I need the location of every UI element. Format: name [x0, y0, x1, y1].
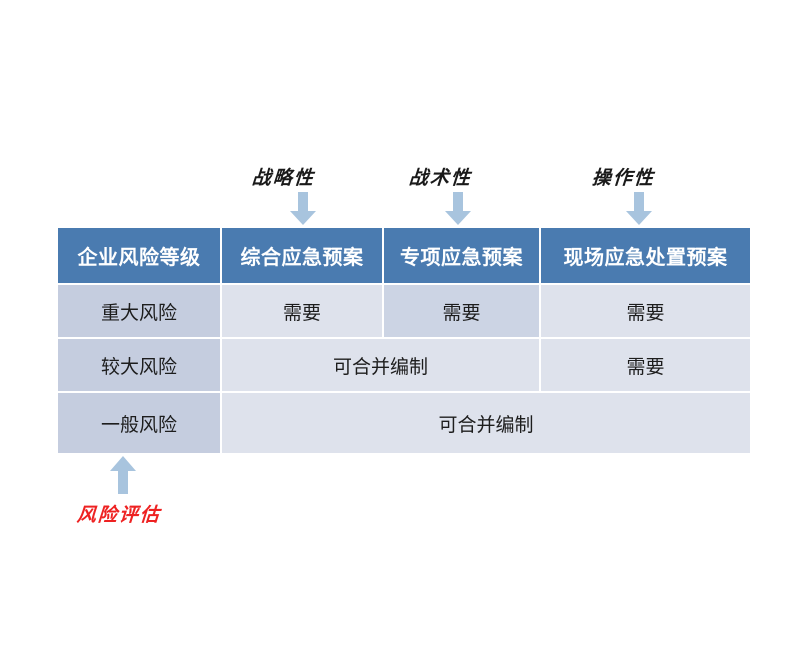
- cell-major-special: 需要: [383, 284, 541, 339]
- table-row: 一般风险 可合并编制: [58, 392, 750, 453]
- cell-major-onsite: 需要: [540, 284, 750, 339]
- row-header-major-risk: 重大风险: [58, 284, 222, 339]
- column-header-special-plan: 专项应急预案: [383, 228, 541, 285]
- row-header-general-risk: 一般风险: [58, 392, 222, 453]
- annotation-label-strategic: 战略性: [251, 167, 316, 189]
- cell-major-comprehensive: 需要: [221, 284, 384, 339]
- cell-relatively-major-onsite: 需要: [540, 338, 750, 393]
- column-header-risk-level: 企业风险等级: [58, 228, 222, 285]
- column-header-onsite-plan: 现场应急处置预案: [540, 228, 750, 285]
- arrow-down-icon-operational: [626, 192, 652, 225]
- arrow-down-icon-tactical: [445, 192, 471, 225]
- table-row: 较大风险 可合并编制 需要: [58, 338, 750, 393]
- risk-plan-matrix-table: 企业风险等级 综合应急预案 专项应急预案 现场应急处置预案 重大风险 需要 需要…: [58, 228, 750, 453]
- column-header-comprehensive-plan: 综合应急预案: [221, 228, 384, 285]
- annotation-label-tactical: 战术性: [408, 167, 473, 189]
- cell-general-merged: 可合并编制: [221, 392, 750, 453]
- table-header: 企业风险等级 综合应急预案 专项应急预案 现场应急处置预案: [58, 228, 750, 285]
- row-header-relatively-major-risk: 较大风险: [58, 338, 222, 393]
- arrow-down-icon-strategic: [290, 192, 316, 225]
- cell-relatively-major-merged: 可合并编制: [221, 338, 541, 393]
- table-body: 重大风险 需要 需要 需要 较大风险 可合并编制 需要 一般风险 可合并编制: [58, 284, 750, 453]
- annotation-label-operational: 操作性: [591, 167, 656, 189]
- table-row: 重大风险 需要 需要 需要: [58, 284, 750, 339]
- arrow-up-icon-risk-assessment: [110, 456, 136, 494]
- annotation-label-risk-assessment: 风险评估: [76, 504, 162, 526]
- table-header-row: 企业风险等级 综合应急预案 专项应急预案 现场应急处置预案: [58, 228, 750, 285]
